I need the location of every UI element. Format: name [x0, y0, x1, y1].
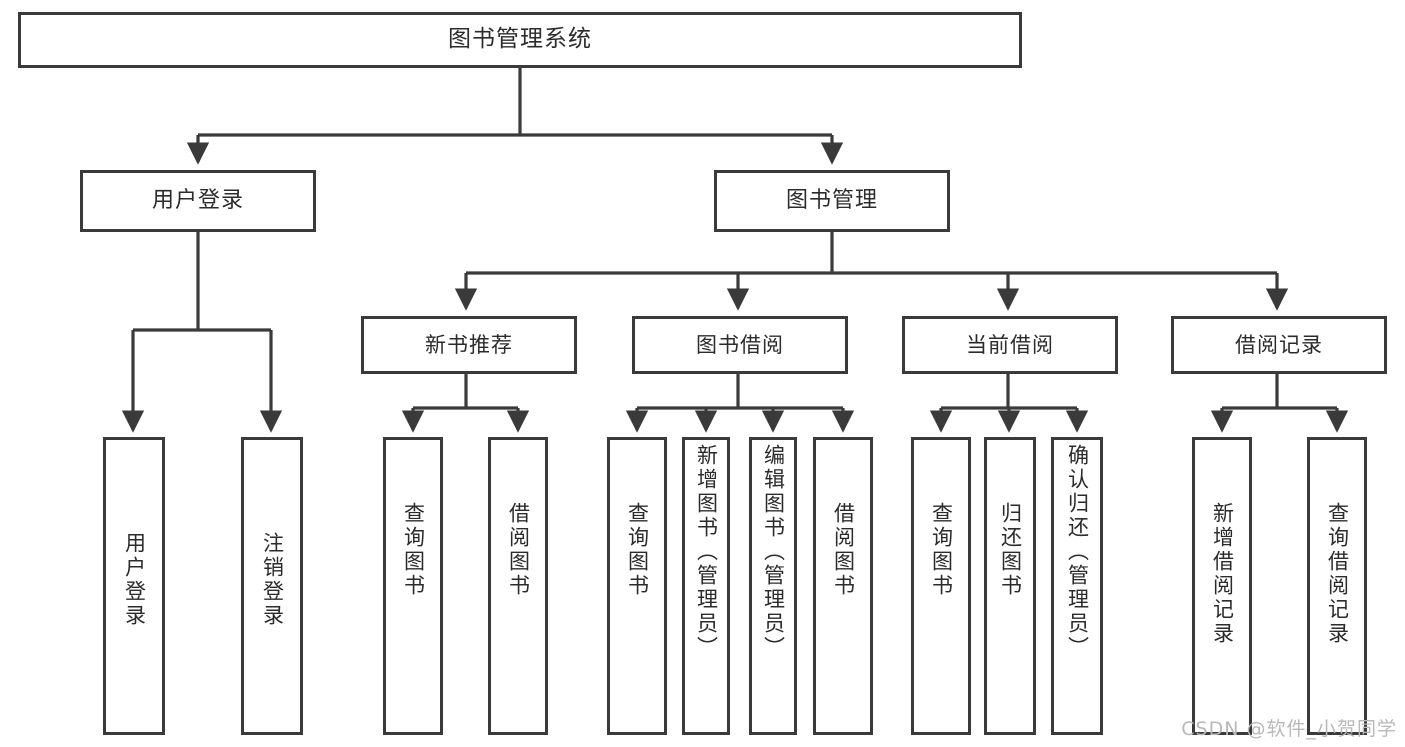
node-label: 当前借阅: [966, 332, 1054, 357]
node-label: 查询图书: [625, 502, 650, 598]
node-current-borrow[interactable]: 当前借阅: [902, 316, 1118, 374]
leaf-query-book-recommend[interactable]: 查询图书: [383, 437, 443, 735]
node-user-login[interactable]: 用户登录: [80, 170, 316, 232]
node-label: 查询图书: [929, 502, 954, 598]
node-label: 编辑图书（管理员）: [761, 444, 786, 660]
leaf-confirm-return-admin[interactable]: 确认归还（管理员）: [1051, 437, 1103, 735]
node-label: 借阅图书: [831, 502, 856, 598]
node-label: 图书管理: [785, 188, 878, 214]
node-label: 图书管理系统: [448, 26, 592, 53]
node-book-management-system[interactable]: 图书管理系统: [18, 12, 1022, 68]
node-label: 新增图书（管理员）: [694, 444, 719, 660]
watermark: CSDN @软件_小贺同学: [1181, 718, 1397, 740]
leaf-add-book-admin[interactable]: 新增图书（管理员）: [682, 437, 730, 735]
node-label: 新书推荐: [425, 332, 513, 357]
node-label: 归还图书: [998, 502, 1023, 598]
leaf-borrow-book[interactable]: 借阅图书: [813, 437, 873, 735]
node-borrow-record[interactable]: 借阅记录: [1171, 316, 1387, 374]
node-book-management[interactable]: 图书管理: [714, 170, 950, 232]
leaf-borrow-book-recommend[interactable]: 借阅图书: [488, 437, 548, 735]
node-label: 借阅记录: [1235, 332, 1323, 357]
node-label: 查询借阅记录: [1325, 502, 1350, 646]
node-label: 确认归还（管理员）: [1065, 444, 1090, 660]
leaf-query-book-current[interactable]: 查询图书: [911, 437, 971, 735]
node-label: 查询图书: [401, 502, 426, 598]
node-new-book-recommend[interactable]: 新书推荐: [361, 316, 577, 374]
leaf-logout[interactable]: 注销登录: [241, 437, 303, 735]
leaf-query-book-borrow[interactable]: 查询图书: [607, 437, 667, 735]
node-label: 图书借阅: [696, 332, 784, 357]
leaf-user-login[interactable]: 用户登录: [103, 437, 165, 735]
leaf-query-borrow-record[interactable]: 查询借阅记录: [1307, 437, 1367, 735]
node-label: 新增借阅记录: [1210, 502, 1235, 646]
node-label: 借阅图书: [506, 502, 531, 598]
node-label: 用户登录: [122, 532, 147, 628]
leaf-edit-book-admin[interactable]: 编辑图书（管理员）: [749, 437, 797, 735]
leaf-return-book[interactable]: 归还图书: [984, 437, 1036, 735]
node-label: 用户登录: [151, 188, 244, 214]
leaf-add-borrow-record[interactable]: 新增借阅记录: [1192, 437, 1252, 735]
node-label: 注销登录: [260, 532, 285, 628]
node-book-borrow[interactable]: 图书借阅: [632, 316, 848, 374]
